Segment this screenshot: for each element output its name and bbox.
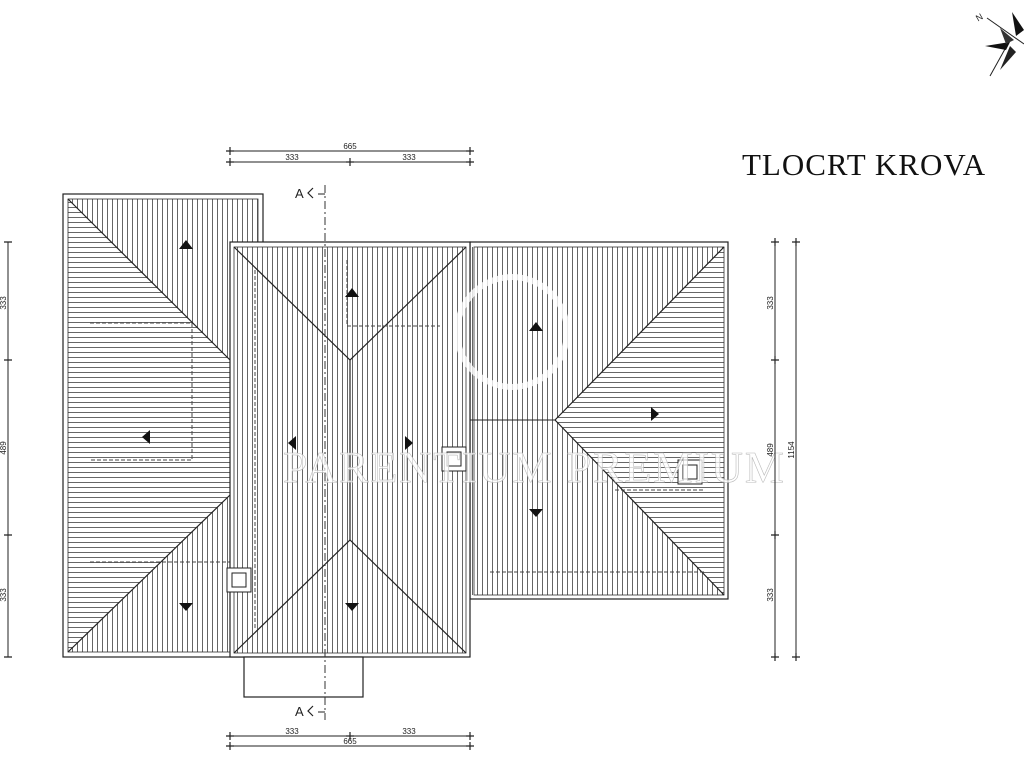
dim-top-right: 333 — [402, 153, 416, 162]
slope-arrow-down — [179, 603, 193, 611]
compass-rose-icon: N — [974, 11, 1024, 77]
chimney — [441, 446, 467, 472]
slope-arrow-left — [142, 430, 150, 444]
roof-right-wing — [469, 241, 729, 600]
slope-arrow-up — [179, 240, 193, 249]
porch-outline — [243, 656, 364, 698]
dim-left-top: 333 — [0, 296, 8, 310]
svg-text:PARENTIUM PREMIUM: PARENTIUM PREMIUM — [283, 443, 786, 492]
watermark: PARENTIUM PREMIUM — [283, 274, 786, 492]
dim-bottom-right: 333 — [402, 727, 416, 736]
slope-arrow-up — [529, 322, 543, 331]
chimney — [677, 459, 703, 485]
dim-bottom-left: 333 — [285, 727, 299, 736]
roof-center-wing — [229, 241, 471, 658]
slope-arrow-up — [345, 288, 359, 297]
slope-arrow-left — [288, 436, 296, 450]
dim-right-bottom: 333 — [766, 588, 775, 602]
dim-right-middle: 489 — [766, 443, 775, 457]
slope-arrow-down — [345, 603, 359, 611]
slope-arrow-down — [529, 509, 543, 517]
dim-left-bottom: 333 — [0, 588, 8, 602]
slope-arrow-right — [405, 436, 413, 450]
chimney — [226, 567, 252, 593]
dim-right-total: 1154 — [787, 441, 796, 459]
compass-north-label: N — [974, 11, 985, 23]
dimension-ticks — [4, 147, 800, 750]
dim-top-left: 333 — [285, 153, 299, 162]
section-marker-top: A — [295, 186, 304, 201]
dim-top-total: 665 — [343, 142, 357, 151]
dim-left-middle: 489 — [0, 441, 8, 455]
dim-bottom-total: 665 — [343, 737, 357, 746]
section-marker-bottom: A — [295, 704, 304, 719]
slope-arrow-right — [651, 407, 659, 421]
dim-right-top: 333 — [766, 296, 775, 310]
slope-arrows — [142, 240, 659, 611]
drawing-title: TLOCRT KROVA — [742, 147, 986, 182]
